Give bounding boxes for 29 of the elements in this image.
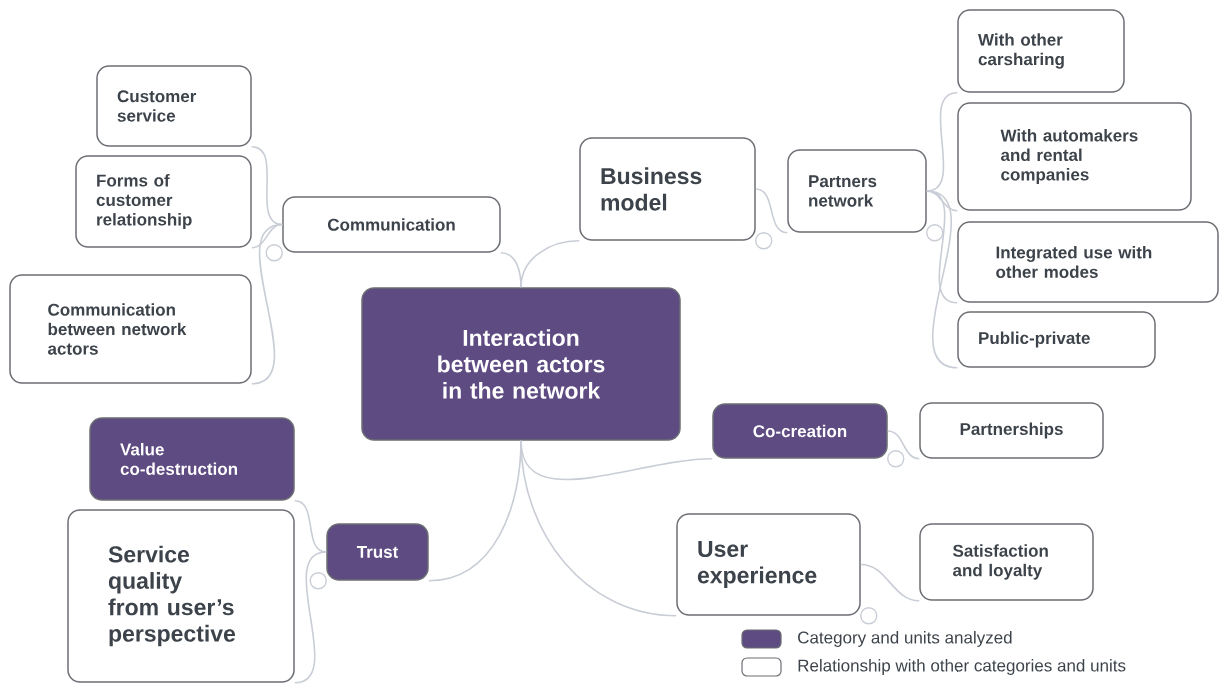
topic-box: Interaction between actors in the network (361, 287, 681, 441)
topic-box: Integrated use with other modes (957, 221, 1219, 303)
connector (886, 430, 921, 460)
topic-box: Communication between network actors (9, 274, 252, 384)
connector (520, 439, 678, 617)
topic-box: Partners network (787, 149, 927, 233)
topic-box: Value co-destruction (89, 417, 295, 501)
connector (250, 223, 284, 385)
topic-box: Forms of customer relationship (75, 155, 252, 248)
topic-box: Partnerships (919, 402, 1104, 459)
topic-box: Public-private (957, 311, 1156, 368)
topic-box: Service quality from user’s perspective (67, 509, 295, 683)
connector (754, 188, 789, 234)
topic-box: With automakers and rental companies (957, 102, 1192, 211)
connector (520, 239, 581, 289)
connector (859, 563, 921, 602)
connector (250, 145, 284, 226)
legend-text: Category and units analyzed (798, 631, 1012, 647)
connector (925, 190, 959, 369)
topic-box: Communication (282, 196, 501, 253)
topic-box: Co-creation (712, 403, 888, 459)
topic-box: With other carsharing (957, 9, 1125, 93)
topic-box: Customer service (96, 65, 252, 147)
legend-text: Relationship with other categories and units (798, 659, 1126, 675)
topic-box: Satisfaction and loyalty (919, 523, 1094, 601)
connector (293, 551, 328, 684)
topic-box: Trust (326, 523, 429, 581)
topic-box: Business model (579, 137, 756, 241)
topic-box: User experience (676, 513, 861, 616)
